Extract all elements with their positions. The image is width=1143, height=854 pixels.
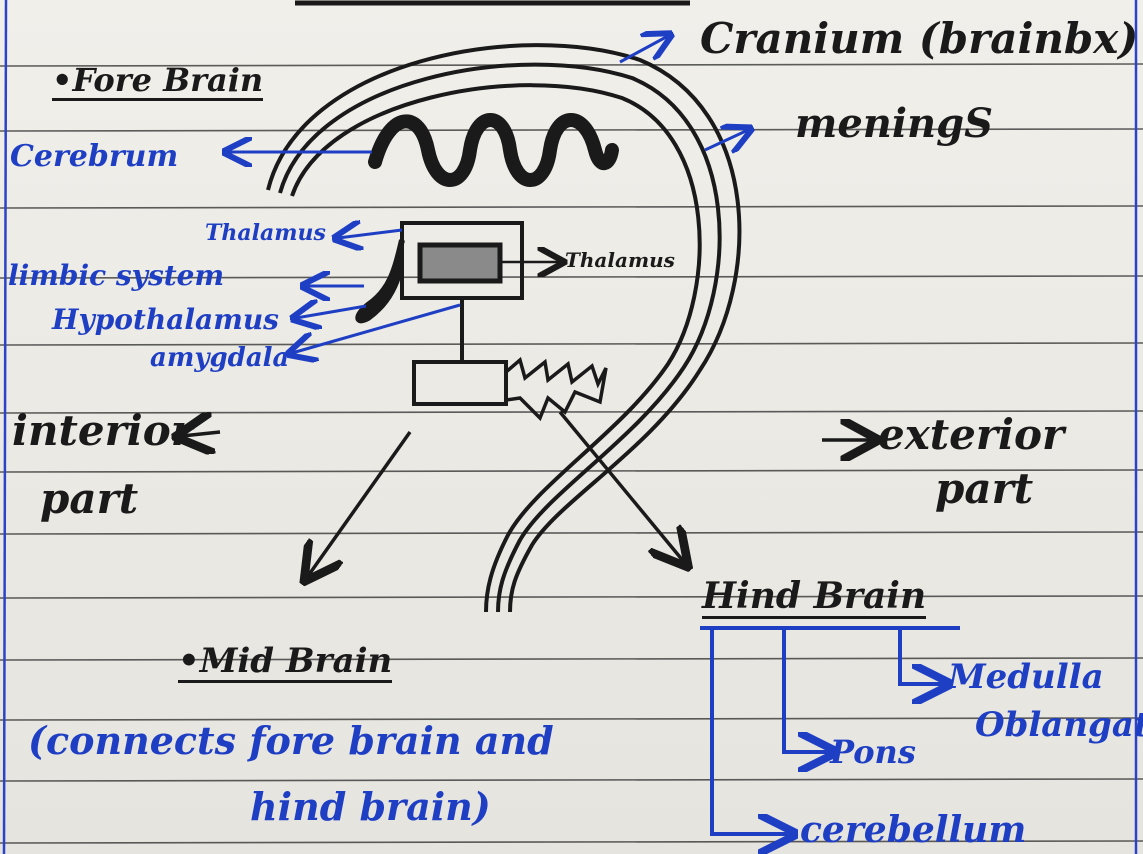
fore-brain-heading: •Fore Brain: [52, 61, 264, 101]
pons-label: Pons: [830, 733, 916, 771]
left-margin-line: [2, 0, 8, 854]
interior-part-label: part: [40, 474, 139, 523]
hypothalamus-label: Hypothalamus: [52, 303, 279, 336]
interior-label: interior: [12, 406, 193, 455]
cranium-label: Cranium (brainbx): [700, 14, 1139, 63]
meninges-label: meningS: [795, 100, 993, 147]
cerebrum-shape: [368, 113, 619, 187]
cerebrum-label: Cerebrum: [10, 139, 179, 174]
limbic-system-label: limbic system: [8, 259, 225, 292]
hind-brain-heading: Hind Brain: [702, 575, 927, 619]
mid-brain-note-line-1: (connects fore brain and: [28, 718, 554, 763]
exterior-part-label: part: [935, 464, 1034, 513]
mid-brain-note-line-2: hind brain): [250, 784, 491, 829]
black-arrows: [182, 410, 872, 576]
thalamus-right-label: Thalamus: [565, 248, 675, 272]
midbrain-box: [412, 360, 508, 406]
cerebellum-label: cerebellum: [800, 809, 1027, 851]
medulla-label: Medulla: [948, 657, 1104, 697]
blue-label-arrows: [228, 36, 748, 353]
hind-brain-tree: [700, 626, 960, 834]
mid-brain-heading: •Mid Brain: [178, 641, 393, 683]
limbic-system-shape: [355, 239, 405, 324]
thalamus-inner-box: [417, 242, 503, 284]
thalamus-left-label: Thalamus: [205, 220, 326, 246]
skull-outline: [266, 43, 742, 613]
amygdala-label: amygdala: [150, 343, 290, 373]
cerebellum-zigzag: [504, 356, 608, 422]
exterior-label: exterior: [878, 410, 1065, 459]
oblongata-label: Oblangata: [975, 705, 1143, 745]
